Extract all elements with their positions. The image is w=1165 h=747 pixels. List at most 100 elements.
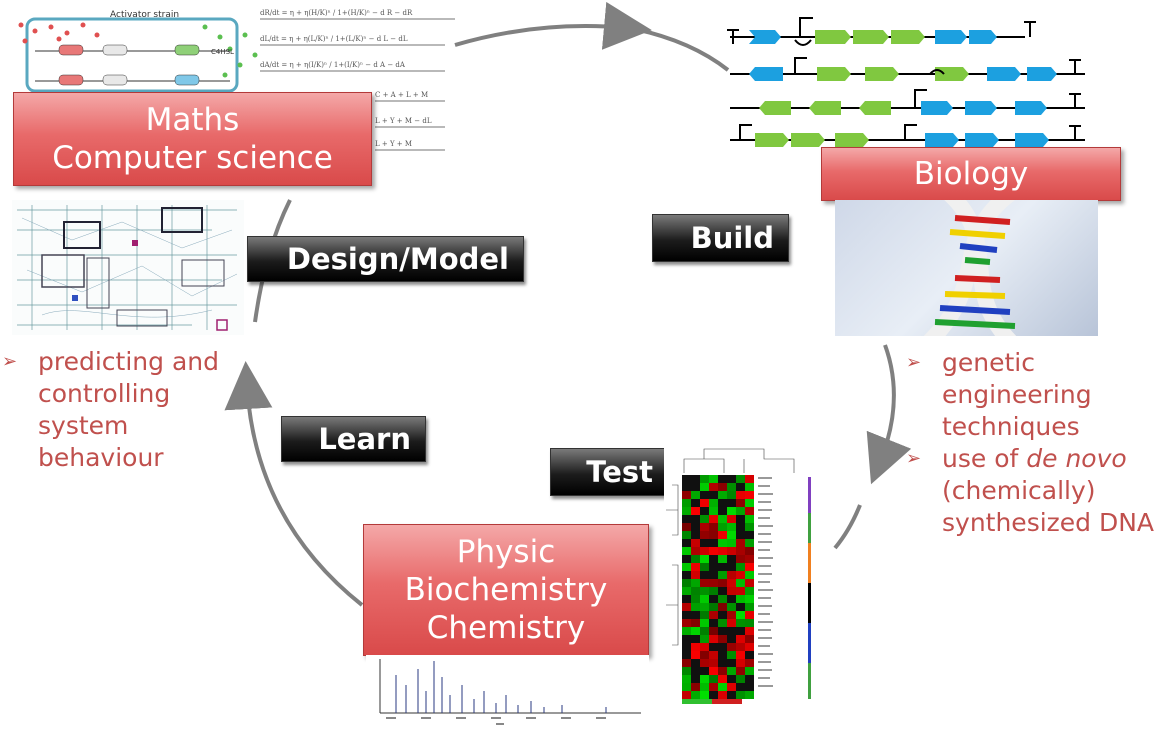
- heatmap-cell: [700, 587, 709, 595]
- heatmap-cell: [709, 659, 718, 667]
- heatmap-cell: [682, 659, 691, 667]
- heatmap-cell: [736, 555, 745, 563]
- heatmap-cell: [691, 571, 700, 579]
- right-bullet-post: (chemically) synthesized DNA: [942, 476, 1155, 537]
- svg-text:dL/dt = η + η(L/K)ⁿ / 1+(L/K)ⁿ: dL/dt = η + η(L/K)ⁿ / 1+(L/K)ⁿ − d L − d…: [260, 35, 408, 43]
- heatmap-cell: [709, 627, 718, 635]
- heatmap-cell: [682, 523, 691, 531]
- heatmap-cell: [718, 635, 727, 643]
- heatmap-cell: [718, 659, 727, 667]
- heatmap-cell: [709, 619, 718, 627]
- heatmap-cell: [709, 643, 718, 651]
- heatmap-cell: [691, 683, 700, 691]
- heatmap-cell: [736, 595, 745, 603]
- svg-text:L + Y + M: L + Y + M: [375, 140, 412, 148]
- heatmap-cell: [736, 691, 745, 699]
- left-bullet-item: ➢ predicting and controlling system beha…: [2, 346, 238, 474]
- heatmap-cell: [718, 539, 727, 547]
- heatmap-cell: [709, 563, 718, 571]
- heatmap-cell: [709, 547, 718, 555]
- heatmap-cell: [727, 595, 736, 603]
- heatmap-cell: [682, 595, 691, 603]
- heatmap-cell: [682, 651, 691, 659]
- circuit-diagram: Activator strain C4HSL dR/dt = η + η(H/K…: [18, 9, 455, 151]
- right-bullet-item-1: ➢ genetic engineering techniques: [906, 347, 1164, 443]
- heatmap-cell: [682, 491, 691, 499]
- heatmap-cell: [736, 643, 745, 651]
- heatmap-cell: [736, 483, 745, 491]
- stage-test: Test: [550, 448, 668, 496]
- heatmap-cell: [691, 507, 700, 515]
- heatmap-cell: [727, 483, 736, 491]
- bullet-arrow-icon: ➢: [906, 448, 922, 469]
- heatmap-cell: [709, 507, 718, 515]
- heatmap-cell: [709, 587, 718, 595]
- heatmap-cell: [727, 499, 736, 507]
- stage-build: Build: [652, 214, 789, 262]
- heatmap-cell: [745, 651, 754, 659]
- heatmap-cell: [736, 675, 745, 683]
- heatmap-image: [664, 445, 824, 707]
- heatmap-cell: [736, 547, 745, 555]
- heatmap-cell: [718, 691, 727, 699]
- heatmap-cell: [736, 523, 745, 531]
- heatmap-cell: [727, 555, 736, 563]
- heatmap-cell: [745, 587, 754, 595]
- heatmap-cell: [718, 683, 727, 691]
- heatmap-cell: [727, 651, 736, 659]
- heatmap-cell: [718, 587, 727, 595]
- heatmap-cell: [718, 651, 727, 659]
- svg-text:C + A + L + M: C + A + L + M: [375, 91, 428, 99]
- heatmap-cell: [700, 547, 709, 555]
- heatmap-cell: [727, 507, 736, 515]
- heatmap-cell: [709, 667, 718, 675]
- heatmap-cell: [682, 499, 691, 507]
- heatmap-cell: [682, 603, 691, 611]
- svg-text:dR/dt = η + η(H/K)ⁿ / 1+(H/K)ⁿ: dR/dt = η + η(H/K)ⁿ / 1+(H/K)ⁿ − d R − d…: [260, 9, 413, 17]
- heatmap-cell: [709, 515, 718, 523]
- heatmap-cell: [718, 627, 727, 635]
- heatmap-cell: [745, 539, 754, 547]
- heatmap-cell: [745, 491, 754, 499]
- heatmap-cell: [727, 523, 736, 531]
- heatmap-cell: [745, 475, 754, 483]
- heatmap-cell: [745, 531, 754, 539]
- heatmap-cell: [691, 611, 700, 619]
- heatmap-cell: [736, 579, 745, 587]
- right-bullet-text-1: genetic engineering techniques: [942, 348, 1092, 441]
- heatmap-cell: [736, 491, 745, 499]
- physic-node: Physic Biochemistry Chemistry: [363, 524, 649, 656]
- heatmap-cell: [709, 635, 718, 643]
- heatmap-cell: [691, 691, 700, 699]
- heatmap-cell: [709, 683, 718, 691]
- heatmap-cell: [736, 531, 745, 539]
- heatmap-cell: [727, 627, 736, 635]
- heatmap-cell: [745, 507, 754, 515]
- heatmap-cell: [736, 499, 745, 507]
- heatmap-cell: [682, 571, 691, 579]
- heatmap-cell: [736, 659, 745, 667]
- heatmap-cell: [682, 619, 691, 627]
- heatmap-cell: [736, 571, 745, 579]
- heatmap-cell: [691, 627, 700, 635]
- heatmap-cell: [691, 531, 700, 539]
- heatmap-cell: [745, 499, 754, 507]
- heatmap-cell: [709, 579, 718, 587]
- heatmap-cell: [700, 483, 709, 491]
- mass-spectrum-image: [366, 655, 649, 731]
- heatmap-cell: [745, 571, 754, 579]
- heatmap-cell: [736, 603, 745, 611]
- heatmap-cell: [727, 603, 736, 611]
- stage-design-model: Design/Model: [247, 236, 524, 282]
- heatmap-cell: [700, 579, 709, 587]
- physic-line-2: Biochemistry: [404, 572, 608, 608]
- heatmap-cell: [718, 475, 727, 483]
- heatmap-cell: [700, 499, 709, 507]
- heatmap-cell: [682, 683, 691, 691]
- heatmap-cell: [700, 563, 709, 571]
- heatmap-cell: [727, 571, 736, 579]
- heatmap-cell: [727, 611, 736, 619]
- right-bullet-pre: use of: [942, 444, 1027, 473]
- heatmap-cell: [682, 627, 691, 635]
- right-bullet-em: de novo: [1026, 444, 1127, 473]
